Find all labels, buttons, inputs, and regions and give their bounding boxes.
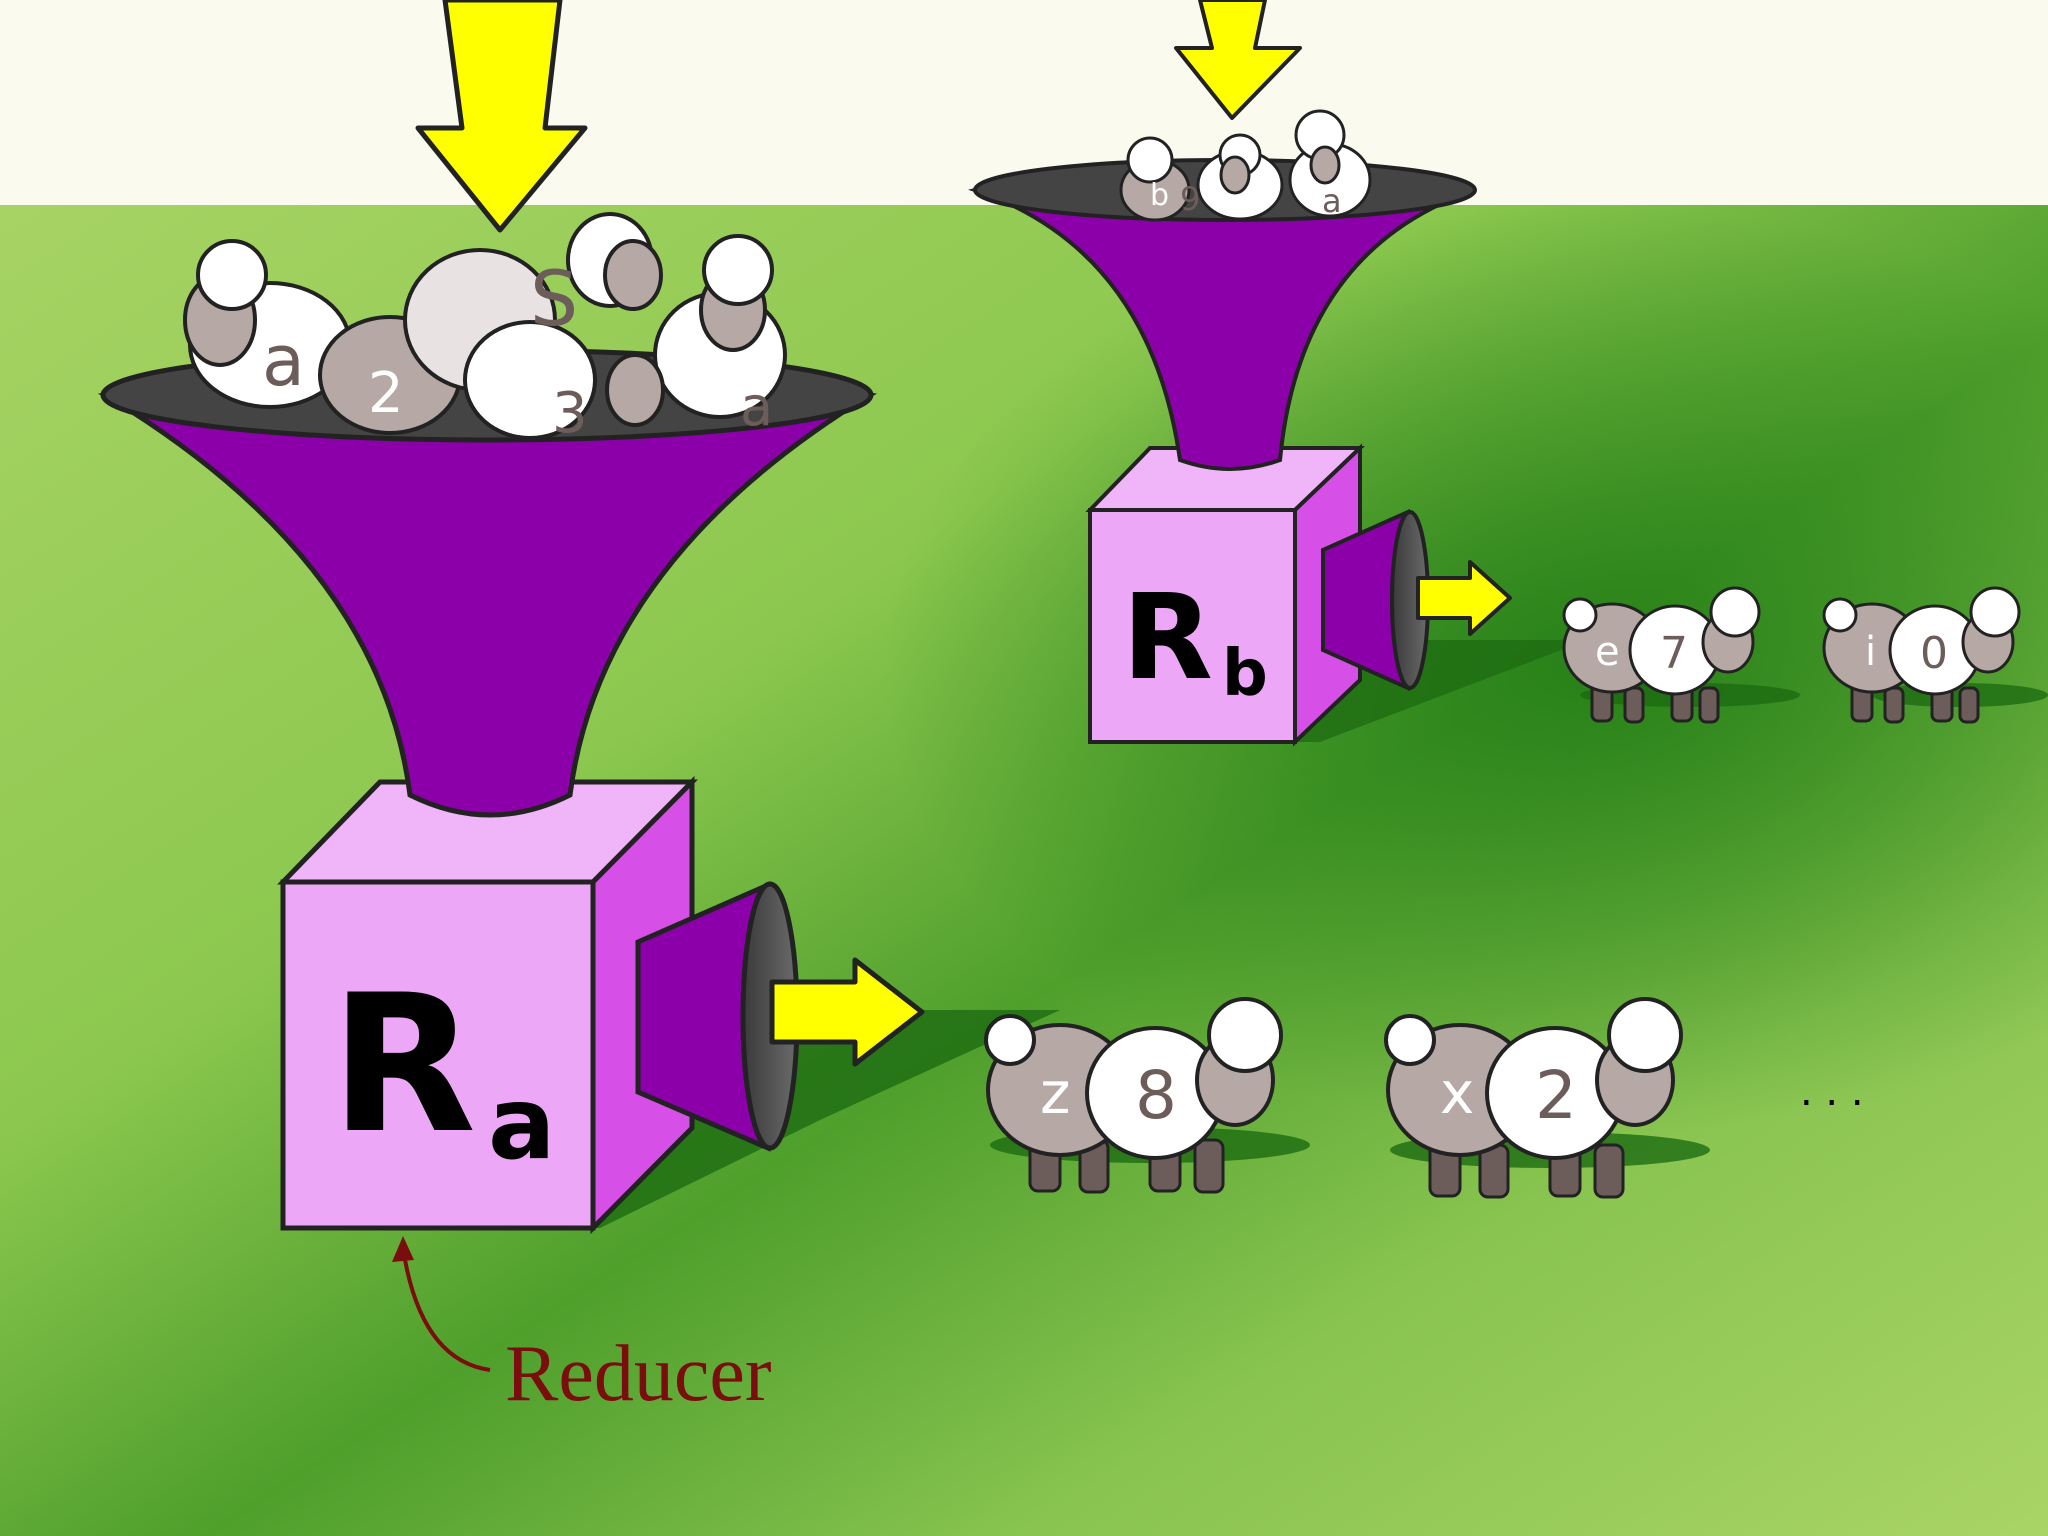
reducer-b-box-front [1088, 508, 1297, 744]
reducer-a-subscript: a [488, 1065, 555, 1182]
reducer-a-label: R [330, 954, 476, 1175]
output-sheep-value: 0 [1920, 628, 1948, 679]
reducer-b-label: R [1122, 568, 1213, 706]
output-sheep-value: 8 [1135, 1057, 1177, 1134]
funnel-a-sheep-label: 3 [552, 381, 588, 446]
output-arrow-b [1416, 560, 1512, 636]
funnel-b-sheep-label: a [1322, 182, 1342, 220]
output-sheep-value: 7 [1660, 628, 1688, 679]
output-sheep-key: z [1040, 1059, 1070, 1127]
output-sheep: e 7 [1562, 586, 1800, 724]
funnel-a-sheep-label: a [262, 320, 305, 402]
output-sheep-value: 2 [1535, 1057, 1577, 1134]
funnel-a-sheep-pile: a 2 S a 3 a [183, 212, 787, 446]
reducer-a-group: R a a 2 S a 3 a [97, 0, 1060, 1235]
input-arrow-b [1174, 0, 1302, 120]
funnel-b-sheep-pile: b 9 a [1119, 109, 1372, 222]
funnel-a-sheep-label: 2 [368, 361, 404, 426]
output-sheep-key: e [1595, 629, 1620, 675]
output-arrow-a [769, 957, 925, 1067]
continuation-dots: . . . [1800, 1069, 1864, 1115]
funnel-b-sheep-label: b [1150, 178, 1169, 213]
caption-label: Reducer [505, 1330, 772, 1418]
caption-pointer-arrowhead [392, 1236, 414, 1262]
reducer-b-subscript: b [1222, 637, 1268, 711]
input-arrow-a [415, 0, 588, 233]
output-sheep: z 8 [984, 997, 1310, 1194]
output-sheep-key: i [1865, 629, 1876, 675]
reducer-a-box-front [280, 879, 596, 1231]
caption-pointer-arrow [401, 1247, 491, 1372]
output-sheep-key: x [1440, 1059, 1474, 1127]
funnel-a-sheep-label: S [530, 254, 578, 343]
funnel-a-sheep-label: a [740, 375, 773, 438]
funnel-a-sheep-label: a [492, 370, 519, 421]
reducer-b-group: R b b 9 a [968, 0, 1640, 747]
output-sheep: x 2 [1384, 997, 1710, 1199]
funnel-b-sheep-label: 9 [1180, 180, 1200, 218]
output-sheep: i 0 [1822, 586, 2048, 724]
